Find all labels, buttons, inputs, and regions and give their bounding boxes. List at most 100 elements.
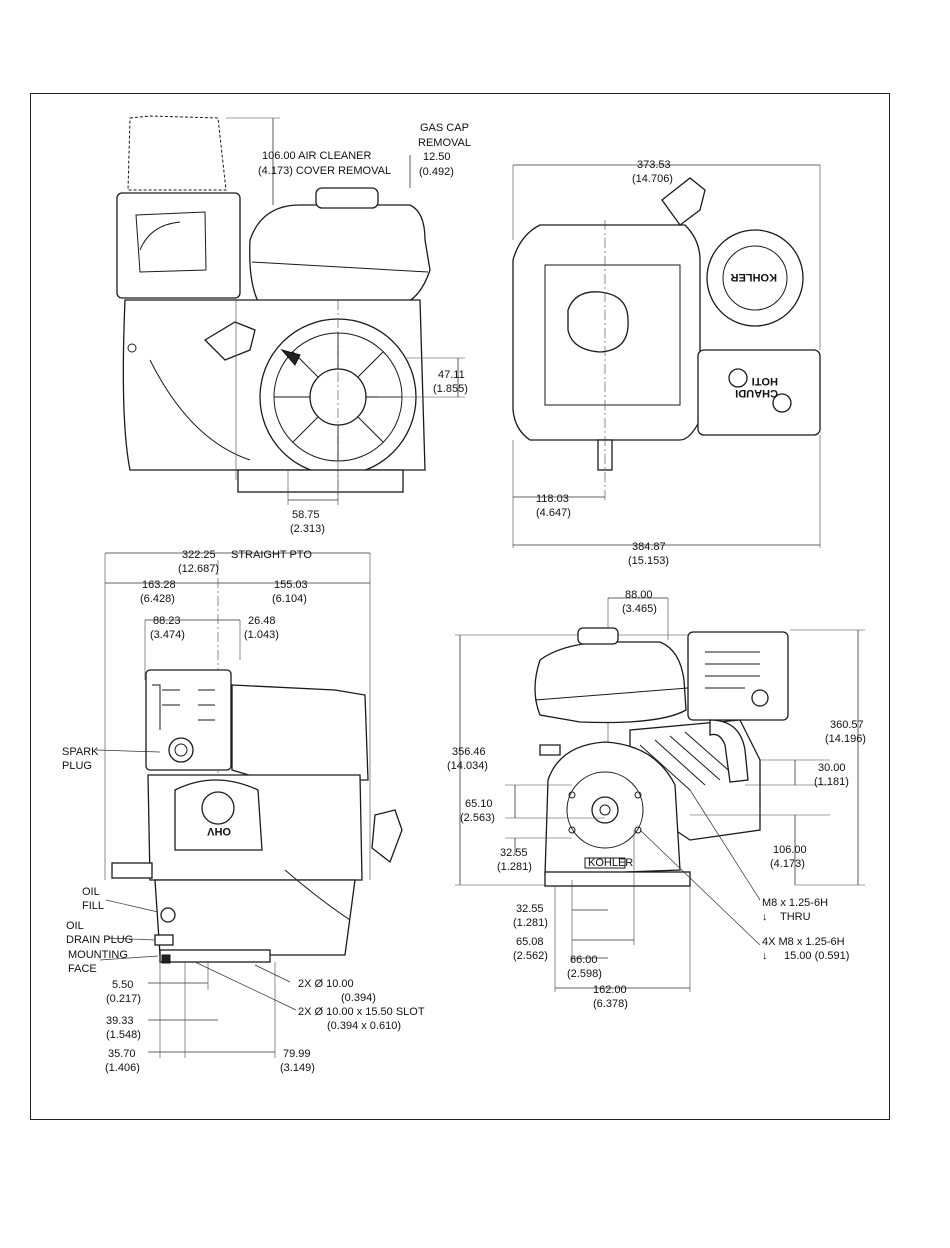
air-cleaner-ghost [127,115,227,191]
dim-front-l65-mm: 65.10 [465,798,493,810]
oil-drain-plug [154,934,174,946]
label-removal: REMOVAL [418,137,471,149]
dim-front-b65-in: (2.562) [513,950,548,962]
dim-top-bottom-in: (15.153) [628,555,669,567]
dim-side-right-in: (1.855) [433,383,468,395]
gas-cap [315,187,379,209]
oil-fill-cap [160,907,176,923]
pto-crank-boss [201,791,235,825]
label-thread1-sub: THRU [780,911,811,923]
top-recoil [706,229,804,327]
dim-pto-right-in: (6.104) [272,593,307,605]
label-gas-cap: GAS CAP [420,122,469,134]
dim-front-height-right-mm: 360.57 [830,719,864,731]
front-view: KOHLER 88.00 (3.465) 356.46 (14.034) 360… [447,589,866,1010]
dim-top-left-mm: 118.03 [536,493,569,505]
label-oil-fill-2: FILL [82,900,104,912]
pto-ohv-logo: OHV [207,825,232,837]
label-spark: SPARK [62,746,99,758]
dim-pto-b4-in: (3.149) [280,1062,315,1074]
top-badge-chaudi: CHAUDI [735,387,778,399]
dim-front-height-left-mm: 356.46 [452,746,486,758]
label-oil-fill-1: OIL [82,886,100,898]
svg-text:106.00 AIR CLEANER: 106.00 AIR CLEANER [262,150,372,162]
label-mounting: MOUNTING [68,949,128,961]
dim-pto-b3-mm: 35.70 [108,1048,136,1060]
dim-pto-total-mm: 322.25 [182,549,216,561]
dim-pto-right-mm: 155.03 [274,579,308,591]
dim-front-l65-in: (2.563) [460,812,495,824]
label-face: FACE [68,963,97,975]
label-hole2-in: (0.394 x 0.610) [327,1020,401,1032]
dim-front-height-left-in: (14.034) [447,760,488,772]
fuel-tank [249,204,431,306]
label-hole2: 2X Ø 10.00 x 15.50 SLOT [298,1006,425,1018]
label-thread2: 4X M8 x 1.25-6H [762,936,845,948]
pto-air-cleaner [231,684,369,781]
label-straight-pto: STRAIGHT PTO [231,549,312,561]
dim-pto-b4-mm: 79.99 [283,1048,311,1060]
air-cleaner [116,192,241,299]
dim-front-b162-mm: 162.00 [593,984,627,996]
label-thread1: M8 x 1.25-6H [762,897,828,909]
dim-front-b66-in: (2.598) [567,968,602,980]
dim-pto-b2-in: (1.548) [106,1029,141,1041]
dim-front-b32-in: (1.281) [513,917,548,929]
front-gas-cap [577,627,619,645]
dim-air-cleaner-mm: 106.00 [262,150,296,162]
dim-air-cleaner-in: (4.173) [258,165,293,177]
top-kohler-logo: KOHLER [731,271,778,283]
dim-side-bottom-mm: 58.75 [292,509,320,521]
dim-pto-left-in: (6.428) [140,593,175,605]
dim-front-l32-mm: 32.55 [500,847,528,859]
front-crankshaft [591,796,619,824]
label-air-cleaner: AIR CLEANER [298,150,371,162]
dim-front-b65-mm: 65.08 [516,936,544,948]
dim-pto-b3-in: (1.406) [105,1062,140,1074]
dim-gas-cap-mm: 12.50 [423,151,451,163]
side-view: 106.00 AIR CLEANER (4.173) COVER REMOVAL… [116,115,471,535]
label-cover-removal: COVER REMOVAL [296,165,391,177]
dim-front-b162-in: (6.378) [593,998,628,1010]
label-plug: PLUG [62,760,92,772]
svg-text:(4.173) COVER REMOVAL: (4.173) COVER REMOVAL [258,165,391,177]
mounting-base [159,949,271,963]
spark-plug [168,737,194,763]
front-nameplate: KOHLER [588,857,633,869]
label-hole1: 2X Ø 10.00 [298,978,354,990]
dim-pto-b2-mm: 39.33 [106,1015,134,1027]
dim-pto-b1-mm: 5.50 [112,979,133,991]
dim-front-r106-mm: 106.00 [773,844,807,856]
pto-muffler [145,669,232,771]
dim-side-bottom-in: (2.313) [290,523,325,535]
front-fuel-tank [534,641,687,724]
dim-front-b32-mm: 32.55 [516,903,544,915]
dim-side-right-mm: 47.11 [438,369,465,381]
dim-front-b66-mm: 66.00 [570,954,598,966]
drawing-frame [30,93,890,1120]
dim-front-top-mm: 88.00 [625,589,653,601]
dim-top-width-mm: 373.53 [637,159,671,171]
dim-front-r106-in: (4.173) [770,858,805,870]
dim-front-l32-in: (1.281) [497,861,532,873]
dim-front-r30-mm: 30.00 [818,762,846,774]
label-hole1-in: (0.394) [341,992,376,1004]
dim-pto-total-in: (12.687) [178,563,219,575]
dim-pto-inner-right-in: (1.043) [244,629,279,641]
svg-text:↓: ↓ [762,950,768,962]
label-oil-drain-2: DRAIN PLUG [66,934,133,946]
pto-shaft [111,862,153,879]
dim-front-height-right-in: (14.196) [825,733,866,745]
pto-starter-handle [371,809,403,864]
dim-gas-cap-in: (0.492) [419,166,454,178]
pto-view: OHV 322.25 STRAIGHT PTO (12.687) 163.28 … [62,549,425,1074]
top-badge-hoti: HOTI [752,375,778,387]
svg-text:↓: ↓ [762,911,768,923]
label-oil-drain-1: OIL [66,920,84,932]
dim-pto-inner-right-mm: 26.48 [248,615,276,627]
dim-pto-inner-left-in: (3.474) [150,629,185,641]
label-thread2-sub: 15.00 (0.591) [784,950,849,962]
front-base [544,871,691,887]
dim-front-r30-in: (1.181) [814,776,849,788]
